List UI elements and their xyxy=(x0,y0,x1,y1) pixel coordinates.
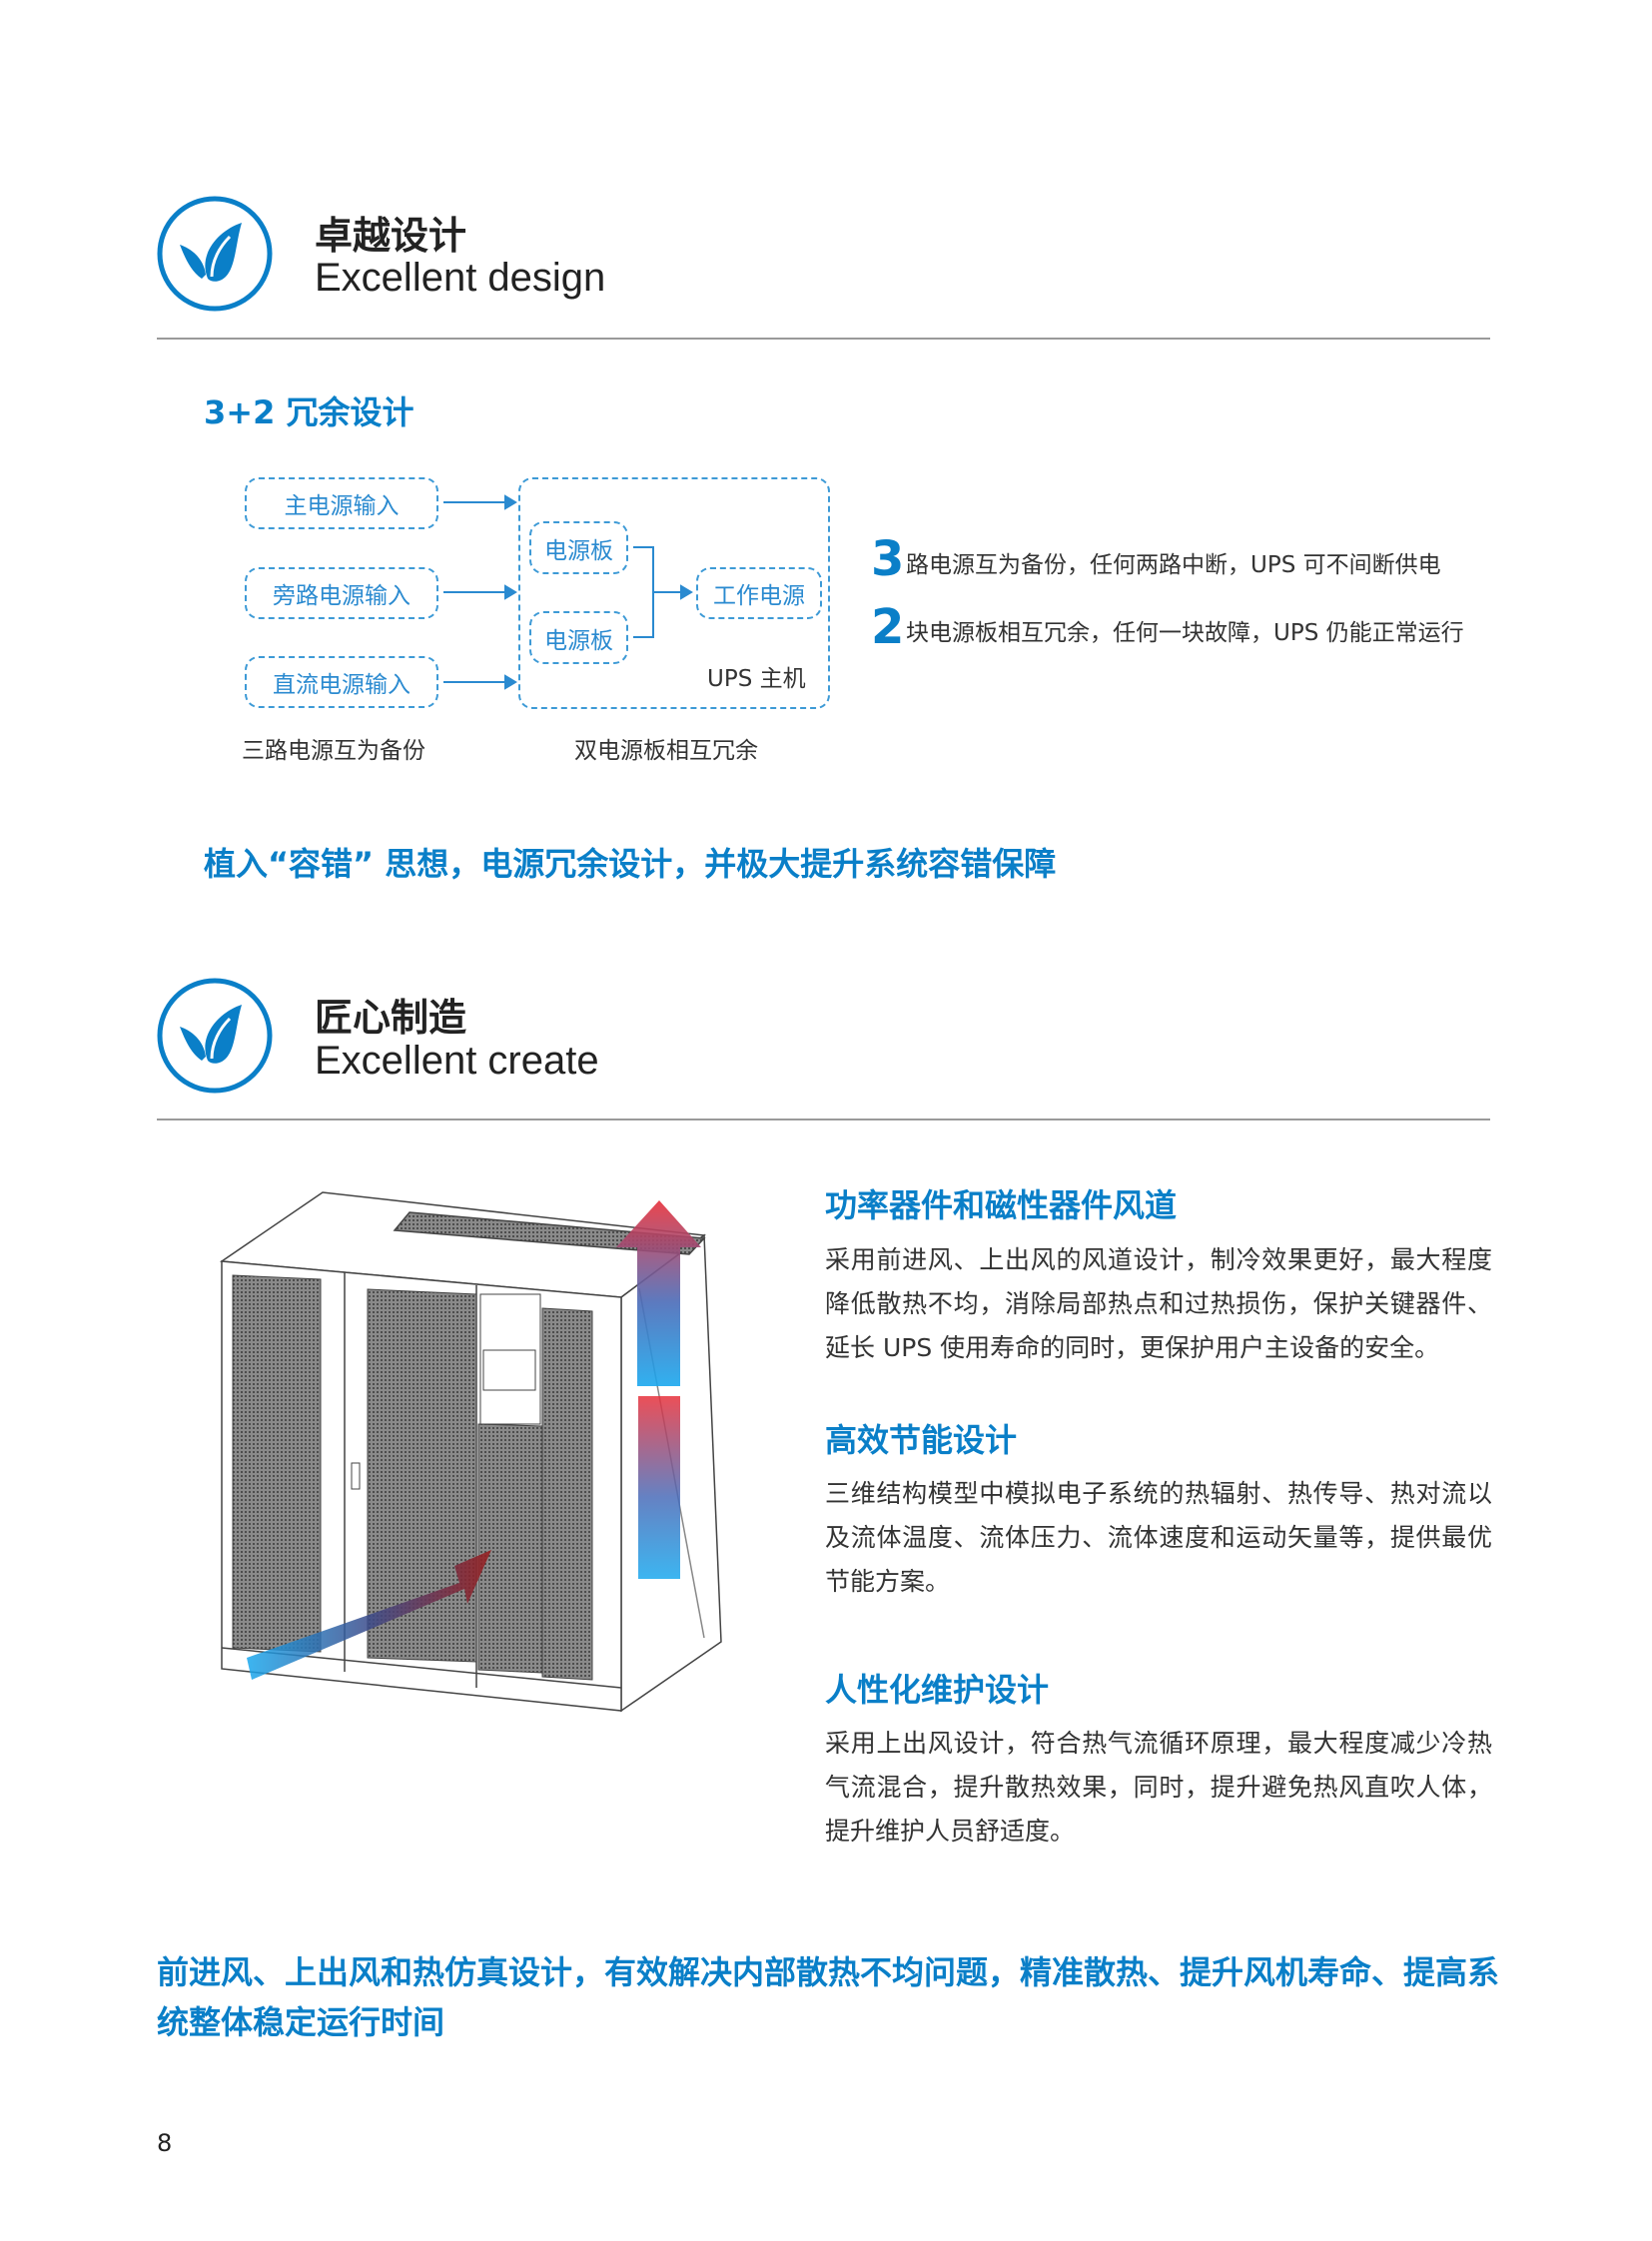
point-number: 2 xyxy=(871,599,905,655)
section-title-en: Excellent design xyxy=(315,256,606,300)
feature-description: 采用上出风设计，符合热气流循环原理，最大程度减少冷热 气流混合，提升散热效果，同… xyxy=(825,1722,1492,1854)
working-power-box: 工作电源 xyxy=(696,567,822,619)
ups-host-label: UPS 主机 xyxy=(707,666,806,692)
input-main-box: 主电源输入 xyxy=(245,477,438,529)
text-line: 气流混合，提升散热效果，同时，提升避免热风直吹人体， xyxy=(825,1773,1492,1802)
point-number: 3 xyxy=(871,531,905,587)
section-title-cn: 卓越设计 xyxy=(315,214,467,258)
bottom-headline: 前进风、上出风和热仿真设计，有效解决内部散热不均问题，精准散热、提升风机寿命、提… xyxy=(157,1947,1500,2047)
section-title-en: Excellent create xyxy=(315,1039,599,1083)
text-line: 及流体温度、流体压力、流体速度和运动矢量等，提供最优 xyxy=(825,1523,1492,1552)
power-board-box: 电源板 xyxy=(529,611,628,664)
power-board-box: 电源板 xyxy=(529,521,628,574)
feature-description: 三维结构模型中模拟电子系统的热辐射、热传导、热对流以 及流体温度、流体压力、流体… xyxy=(825,1472,1492,1604)
redundancy-headline: 植入“容错” 思想，电源冗余设计，并极大提升系统容错保障 xyxy=(204,845,1057,883)
divider xyxy=(157,1119,1490,1120)
feature-title: 功率器件和磁性器件风道 xyxy=(825,1186,1178,1224)
divider xyxy=(157,338,1490,340)
point-text: 块电源板相互冗余，任何一块故障，UPS 仍能正常运行 xyxy=(906,620,1464,646)
section-title-cn: 匠心制造 xyxy=(315,996,467,1040)
feature-title: 人性化维护设计 xyxy=(825,1671,1050,1709)
feature-title: 高效节能设计 xyxy=(825,1421,1018,1459)
text-line: 提升维护人员舒适度。 xyxy=(825,1817,1076,1846)
text-line: 节能方案。 xyxy=(825,1567,951,1596)
caption-dual-boards: 双电源板相互冗余 xyxy=(574,738,758,764)
headline-line: 前进风、上出风和热仿真设计，有效解决内部散热不均问题，精准散热、提升风机寿命、提… xyxy=(157,1953,1500,1991)
headline-line: 统整体稳定运行时间 xyxy=(157,2003,445,2041)
text-line: 延长 UPS 使用寿命的同时，更保护用户主设备的安全。 xyxy=(825,1333,1440,1362)
input-dc-box: 直流电源输入 xyxy=(245,656,438,708)
leaf-logo-icon xyxy=(157,196,273,312)
leaf-logo-icon xyxy=(157,978,273,1094)
point-text: 路电源互为备份，任何两路中断，UPS 可不间断供电 xyxy=(906,552,1441,578)
text-line: 采用前进风、上出风的风道设计，制冷效果更好，最大程度 xyxy=(825,1245,1492,1274)
input-bypass-box: 旁路电源输入 xyxy=(245,567,438,619)
text-line: 三维结构模型中模拟电子系统的热辐射、热传导、热对流以 xyxy=(825,1479,1492,1508)
text-line: 采用上出风设计，符合热气流循环原理，最大程度减少冷热 xyxy=(825,1729,1492,1758)
ups-host-box xyxy=(518,477,830,709)
caption-three-inputs: 三路电源互为备份 xyxy=(242,738,425,764)
text-line: 降低散热不均，消除局部热点和过热损伤，保护关键器件、 xyxy=(825,1289,1492,1318)
feature-description: 采用前进风、上出风的风道设计，制冷效果更好，最大程度 降低散热不均，消除局部热点… xyxy=(825,1238,1492,1370)
redundancy-heading: 3+2 冗余设计 xyxy=(204,393,414,431)
page-number: 8 xyxy=(157,2129,173,2157)
